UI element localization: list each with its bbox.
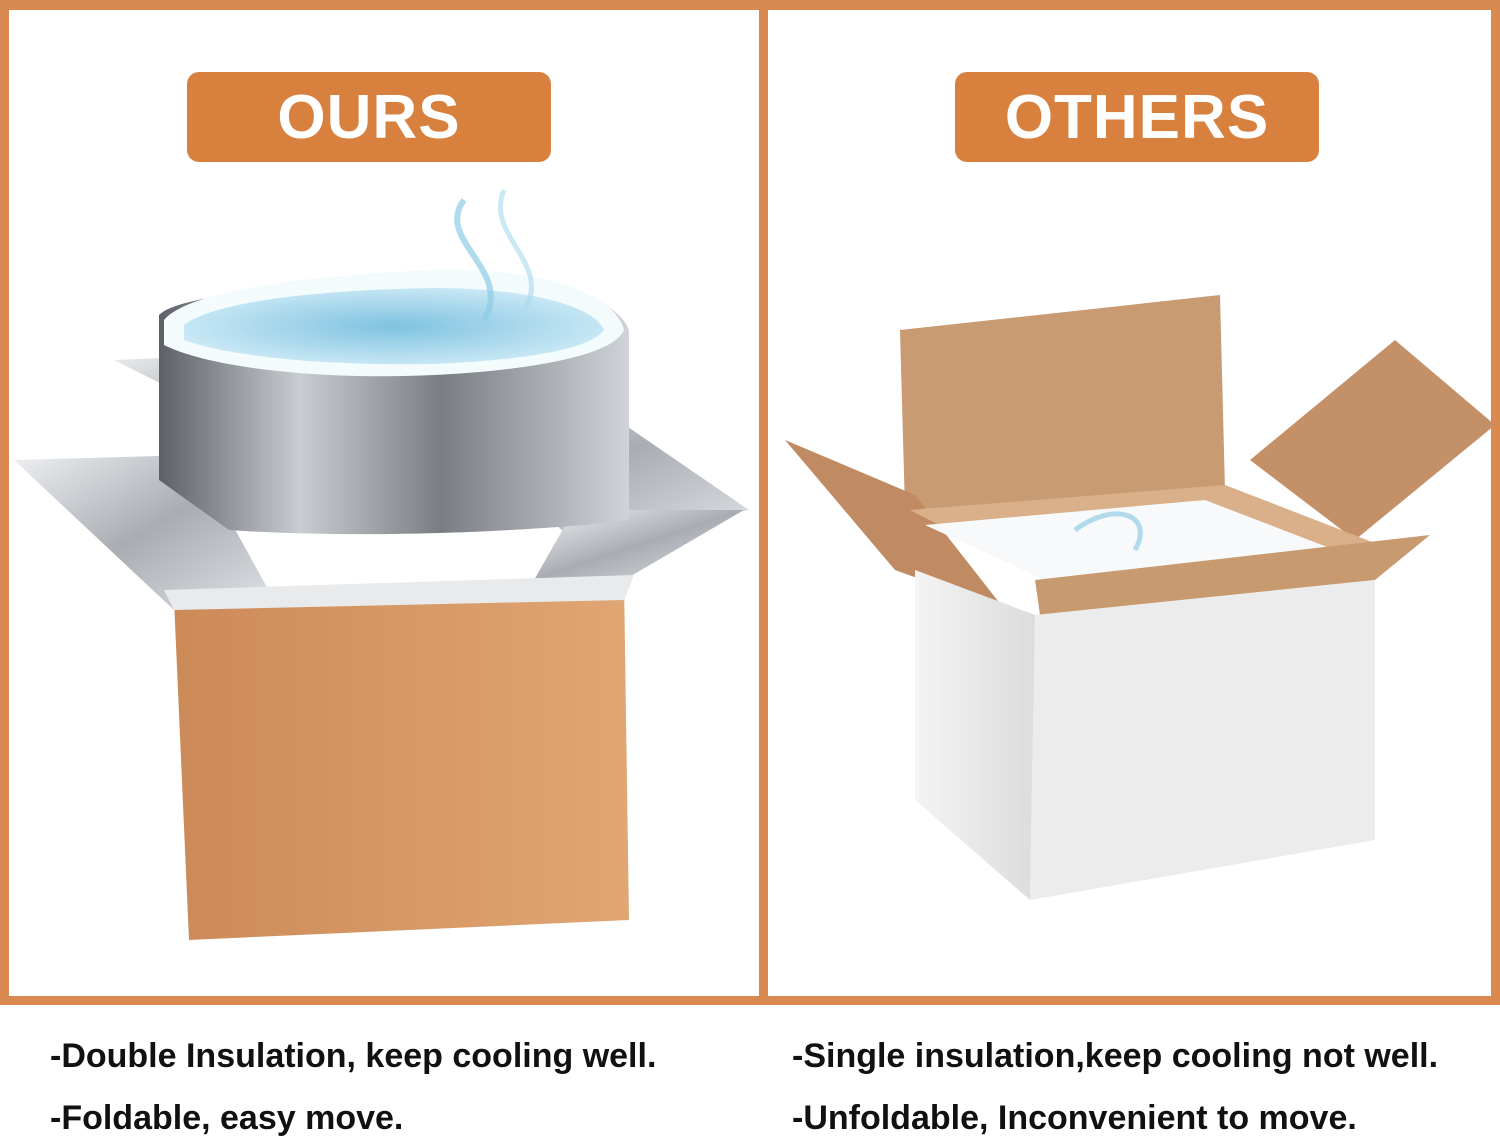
others-caption-insulation: -Single insulation,keep cooling not well… [792,1037,1439,1075]
comparison-frame [0,0,1500,1005]
ours-badge: OURS [187,72,551,162]
others-badge: OTHERS [955,72,1319,162]
insulated-box-illustration [14,188,749,940]
panel-divider [759,0,768,1005]
others-caption-foldable: -Unfoldable, Inconvenient to move. [792,1099,1357,1137]
ours-caption-foldable: -Foldable, easy move. [50,1099,404,1137]
ours-caption-insulation: -Double Insulation, keep cooling well. [50,1037,657,1075]
plain-box-illustration [785,295,1495,900]
